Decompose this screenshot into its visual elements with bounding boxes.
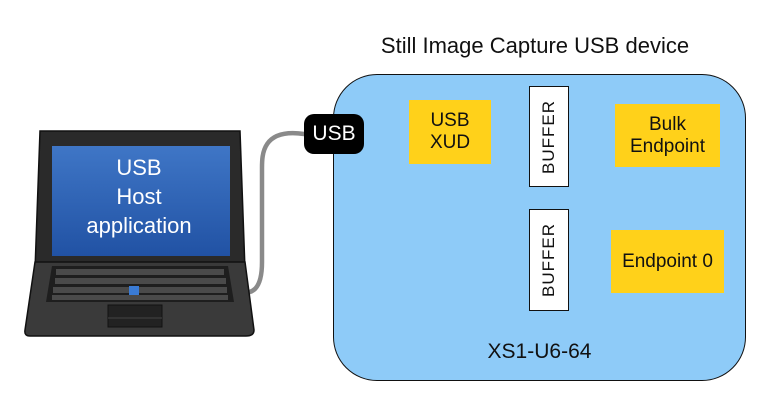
usb-cable <box>235 130 307 295</box>
laptop-screen <box>52 146 230 256</box>
bulk-line-1: Bulk <box>649 113 686 135</box>
laptop-touchpad <box>107 304 163 328</box>
endpoint-0-block: Endpoint 0 <box>611 230 724 293</box>
diagram-title: Still Image Capture USB device <box>380 33 690 58</box>
laptop <box>24 130 255 337</box>
usb-port-tag: USB <box>304 114 364 154</box>
xud-line-1: USB <box>430 110 470 131</box>
endpoint-0-label: Endpoint 0 <box>622 250 713 272</box>
buffer-top: BUFFER <box>529 86 569 187</box>
bulk-line-2: Endpoint <box>629 135 705 157</box>
buffer-bottom: BUFFER <box>529 209 569 311</box>
buffer-bottom-label: BUFFER <box>539 223 558 297</box>
laptop-screen-text: USB Host application <box>54 153 224 240</box>
bulk-endpoint-block: Bulk Endpoint <box>615 104 720 167</box>
usb-xud-block: USB XUD <box>409 100 491 164</box>
screen-line-1: USB <box>116 155 162 180</box>
screen-line-3: application <box>86 213 192 238</box>
laptop-keyboard <box>52 269 228 300</box>
chip-label: XS1-U6-64 <box>487 340 592 363</box>
xud-line-2: XUD <box>429 132 471 153</box>
screen-line-2: Host <box>116 184 162 209</box>
laptop-trackpoint <box>129 286 139 295</box>
buffer-top-label: BUFFER <box>539 99 558 174</box>
